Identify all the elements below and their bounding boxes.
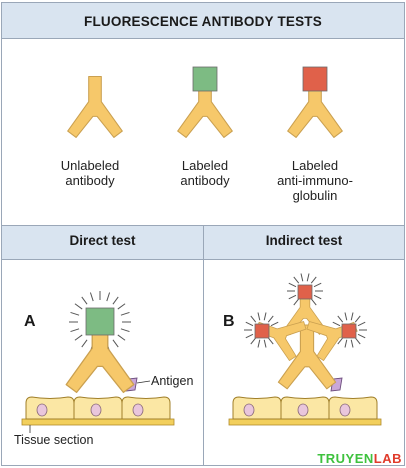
cell-nucleus bbox=[90, 403, 102, 417]
legend-label-labeled: Labeled antibody bbox=[180, 158, 230, 188]
green-fluorescent-label-icon bbox=[192, 66, 218, 92]
antibody-icon bbox=[177, 75, 233, 138]
page-title: FLUORESCENCE ANTIBODY TESTS bbox=[84, 14, 322, 29]
tissue-cell bbox=[232, 396, 282, 420]
indirect-test-header: Indirect test bbox=[204, 226, 404, 260]
antibody-icon bbox=[287, 75, 343, 138]
direct-labeled-antibody-icon bbox=[65, 316, 135, 394]
tissue-section-callout: Tissue section bbox=[14, 433, 94, 447]
cell-nucleus bbox=[36, 403, 48, 417]
anti-immunoglobulin-icon bbox=[287, 75, 343, 138]
antibody-icon bbox=[277, 324, 337, 390]
title-bar: FLUORESCENCE ANTIBODY TESTS bbox=[2, 3, 404, 39]
antigen-callout: Antigen bbox=[151, 374, 194, 388]
panel-letter-a: A bbox=[24, 313, 36, 330]
indirect-test-panel: Indirect test bbox=[203, 225, 405, 466]
antibody-icon bbox=[67, 75, 123, 138]
antigen-leader-line bbox=[136, 380, 151, 384]
legend-panel: FLUORESCENCE ANTIBODY TESTS bbox=[1, 2, 405, 226]
red-fluorescent-label-icon bbox=[302, 66, 328, 92]
direct-test-title: Direct test bbox=[69, 233, 136, 248]
direct-test-header: Direct test bbox=[2, 226, 203, 260]
primary-antibody-icon bbox=[277, 324, 337, 390]
tissue-cell bbox=[328, 396, 378, 420]
tissue-base bbox=[21, 418, 175, 426]
glow-left bbox=[244, 312, 280, 348]
red-label-right-icon bbox=[341, 323, 357, 339]
cell-nucleus bbox=[339, 403, 351, 417]
cell-nucleus bbox=[132, 403, 144, 417]
indirect-test-title: Indirect test bbox=[265, 233, 343, 248]
tissue-cell bbox=[121, 396, 171, 420]
legend-label-anti-immunoglobulin: Labeled anti-immuno- globulin bbox=[277, 158, 353, 203]
cell-nucleus bbox=[297, 403, 309, 417]
direct-green-label-icon bbox=[85, 307, 115, 336]
glow-top bbox=[287, 273, 323, 309]
tissue-base bbox=[228, 418, 382, 426]
legend-label-unlabeled: Unlabeled antibody bbox=[60, 158, 120, 188]
watermark-logo: TRUYENLAB bbox=[317, 451, 402, 466]
tissue-section-direct bbox=[21, 396, 175, 426]
tissue-section-indirect bbox=[228, 396, 382, 426]
antibody-icon bbox=[65, 316, 135, 394]
labeled-antibody-icon bbox=[177, 75, 233, 138]
tissue-cell bbox=[25, 396, 75, 420]
red-label-top-icon bbox=[297, 284, 313, 300]
red-label-left-icon bbox=[254, 323, 270, 339]
panel-letter-b: B bbox=[223, 313, 235, 330]
unlabeled-antibody-icon bbox=[67, 75, 123, 138]
direct-test-panel: Direct test bbox=[1, 225, 204, 466]
cell-nucleus bbox=[243, 403, 255, 417]
